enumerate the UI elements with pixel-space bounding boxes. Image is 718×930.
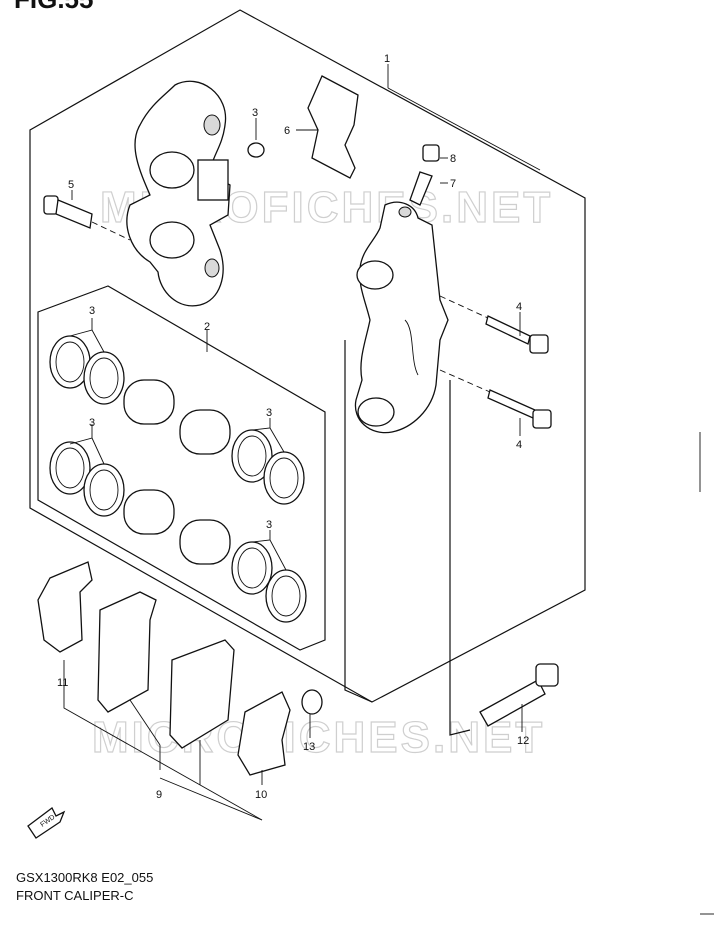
assembly-name: FRONT CALIPER-C: [16, 888, 134, 903]
figure-title: FIG.55: [14, 0, 93, 15]
bolt-4-upper: [439, 295, 549, 354]
callout-10: 10: [255, 789, 267, 801]
watermark-lower: MICROFICHES.NET: [92, 713, 545, 762]
callout-2: 2: [204, 321, 210, 333]
callout-3b: 3: [89, 305, 95, 317]
callout-11: 11: [57, 677, 68, 689]
guide-line-bolt12: [449, 380, 471, 736]
callout-6: 6: [284, 125, 290, 137]
brake-pad-right: [169, 639, 235, 749]
pad-pin: [301, 689, 323, 715]
caliper-half-inner: [126, 80, 231, 307]
callout-3c: 3: [89, 417, 95, 429]
callout-3e: 3: [266, 519, 272, 531]
callout-8: 8: [450, 153, 456, 165]
callout-4b: 4: [516, 439, 522, 451]
bolt-4-lower: [439, 369, 552, 429]
piston-seal-set: [49, 335, 307, 623]
callout-5: 5: [68, 179, 74, 191]
callout-1: 1: [384, 53, 390, 65]
guide-line-right: [344, 340, 373, 703]
callout-12: 12: [517, 735, 529, 747]
piston-kit-box: [37, 285, 326, 651]
leader-lines: [63, 64, 541, 821]
callout-4a: 4: [516, 301, 522, 313]
bleeder-valve: [409, 171, 433, 206]
brake-pad-left: [97, 591, 157, 713]
caliper-half-outer: [354, 201, 449, 434]
callout-3a: 3: [252, 107, 258, 119]
callout-9: 9: [156, 789, 162, 801]
bleeder-cap: [422, 144, 440, 162]
pad-spring: [307, 75, 359, 179]
washer: [247, 142, 265, 158]
callout-13: 13: [303, 741, 315, 753]
callout-3d: 3: [266, 407, 272, 419]
pad-shim-10: [237, 691, 291, 776]
model-code: GSX1300RK8 E02_055: [16, 870, 154, 885]
bolt-12: [479, 663, 559, 727]
callout-labels: 1 2 3 3 3 3 3 4 4 5 6 7 8 9 10 11 12 13: [57, 53, 529, 801]
forward-arrow-icon: FWD: [27, 807, 66, 839]
pad-shim-11: [37, 561, 93, 653]
callout-7: 7: [450, 178, 456, 190]
bolt-5: [43, 195, 131, 241]
